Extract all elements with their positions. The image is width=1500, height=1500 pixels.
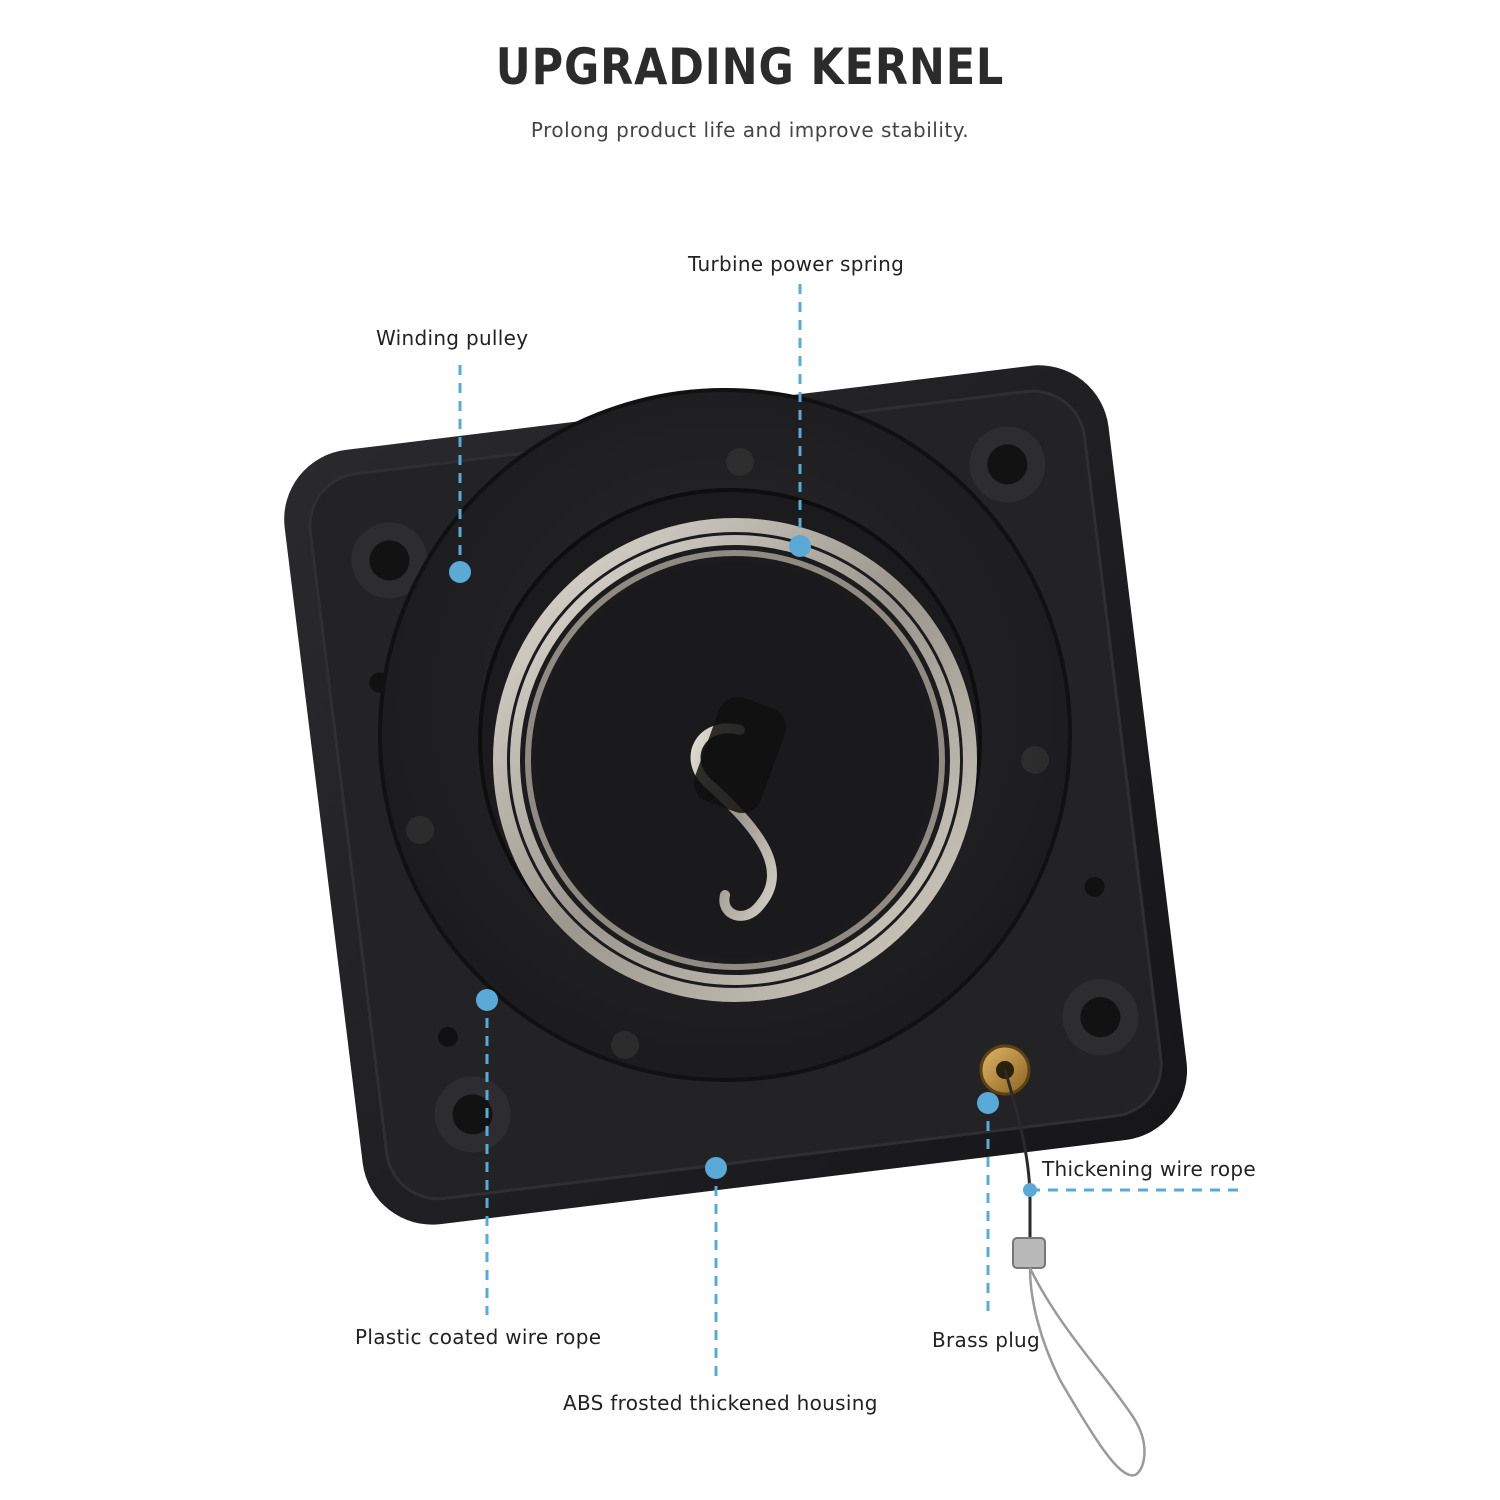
callout-dot-turbine-spring xyxy=(789,535,811,557)
callout-dot-winding-pulley xyxy=(449,561,471,583)
label-winding-pulley: Winding pulley xyxy=(376,326,529,350)
label-plastic-coated-wire-rope: Plastic coated wire rope xyxy=(355,1325,602,1349)
page-subtitle: Prolong product life and improve stabili… xyxy=(530,118,970,142)
callout-dot-thickening-wire xyxy=(1023,1183,1037,1197)
screw-boss-top-left xyxy=(351,522,428,599)
screw-boss-bottom-left xyxy=(434,1076,511,1153)
screw-boss-top-right xyxy=(969,426,1046,503)
callout-lines xyxy=(458,284,1240,1380)
callout-dot-brass-plug xyxy=(977,1092,999,1114)
callout-dot-abs-housing xyxy=(705,1157,727,1179)
page-title: UPGRADING KERNEL xyxy=(495,38,1005,96)
turbine-power-spring xyxy=(493,518,977,1002)
callout-dot-plastic-wire xyxy=(476,989,498,1011)
label-brass-plug: Brass plug xyxy=(932,1328,1041,1352)
screw-boss-bottom-right xyxy=(1062,979,1139,1056)
callout-dots xyxy=(449,535,1037,1197)
label-turbine-power-spring: Turbine power spring xyxy=(688,252,905,276)
label-thickening-wire-rope: Thickening wire rope xyxy=(1042,1157,1256,1181)
label-abs-housing: ABS frosted thickened housing xyxy=(563,1391,878,1415)
